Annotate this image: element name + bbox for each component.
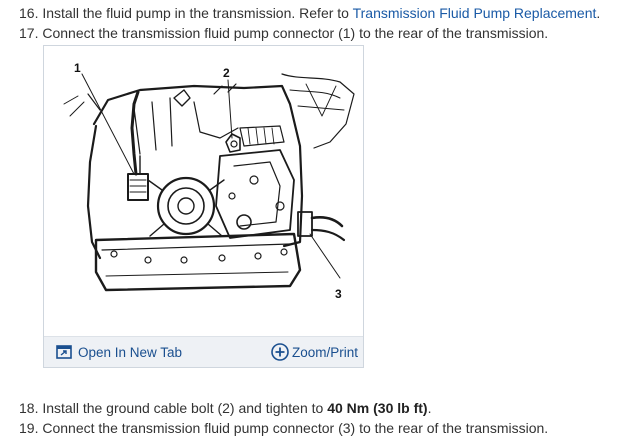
step-number: 18. <box>19 400 39 416</box>
callout-1: 1 <box>74 61 81 75</box>
step-text: Connect the transmission fluid pump conn… <box>42 25 549 41</box>
circle-plus-icon <box>271 343 289 361</box>
callout-3: 3 <box>335 287 342 301</box>
step-end: . <box>596 5 601 21</box>
step-17: 17. Connect the transmission fluid pump … <box>19 24 548 42</box>
callout-2: 2 <box>223 66 230 80</box>
step-19: 19. Connect the transmission fluid pump … <box>19 419 548 437</box>
figure-toolbar: Open In New Tab Zoom/Print <box>44 336 363 367</box>
fluid-pump-replacement-link[interactable]: Transmission Fluid Pump Replacement <box>352 5 597 21</box>
step-text: Install the fluid pump in the transmissi… <box>42 5 349 21</box>
step-text: Connect the transmission fluid pump conn… <box>42 420 549 436</box>
zoom-print-label: Zoom/Print <box>291 344 358 360</box>
step-text: Install the ground cable bolt (2) and ti… <box>42 400 324 416</box>
step-18: 18. Install the ground cable bolt (2) an… <box>19 399 431 417</box>
torque-spec: 40 Nm (30 lb ft) <box>327 400 428 416</box>
step-number: 16. <box>19 5 39 21</box>
transmission-figure: 1 2 3 Open In New Tab Zoom/Print <box>43 45 364 368</box>
open-new-tab-icon <box>56 345 72 359</box>
step-number: 17. <box>19 25 39 41</box>
open-in-new-tab-button[interactable]: Open In New Tab <box>56 342 182 362</box>
zoom-print-button[interactable]: Zoom/Print <box>271 342 358 362</box>
step-end: . <box>427 400 432 416</box>
transmission-illustration: 1 2 3 <box>63 61 355 301</box>
open-in-new-tab-label: Open In New Tab <box>78 344 183 360</box>
step-16: 16. Install the fluid pump in the transm… <box>19 4 600 22</box>
step-number: 19. <box>19 420 39 436</box>
